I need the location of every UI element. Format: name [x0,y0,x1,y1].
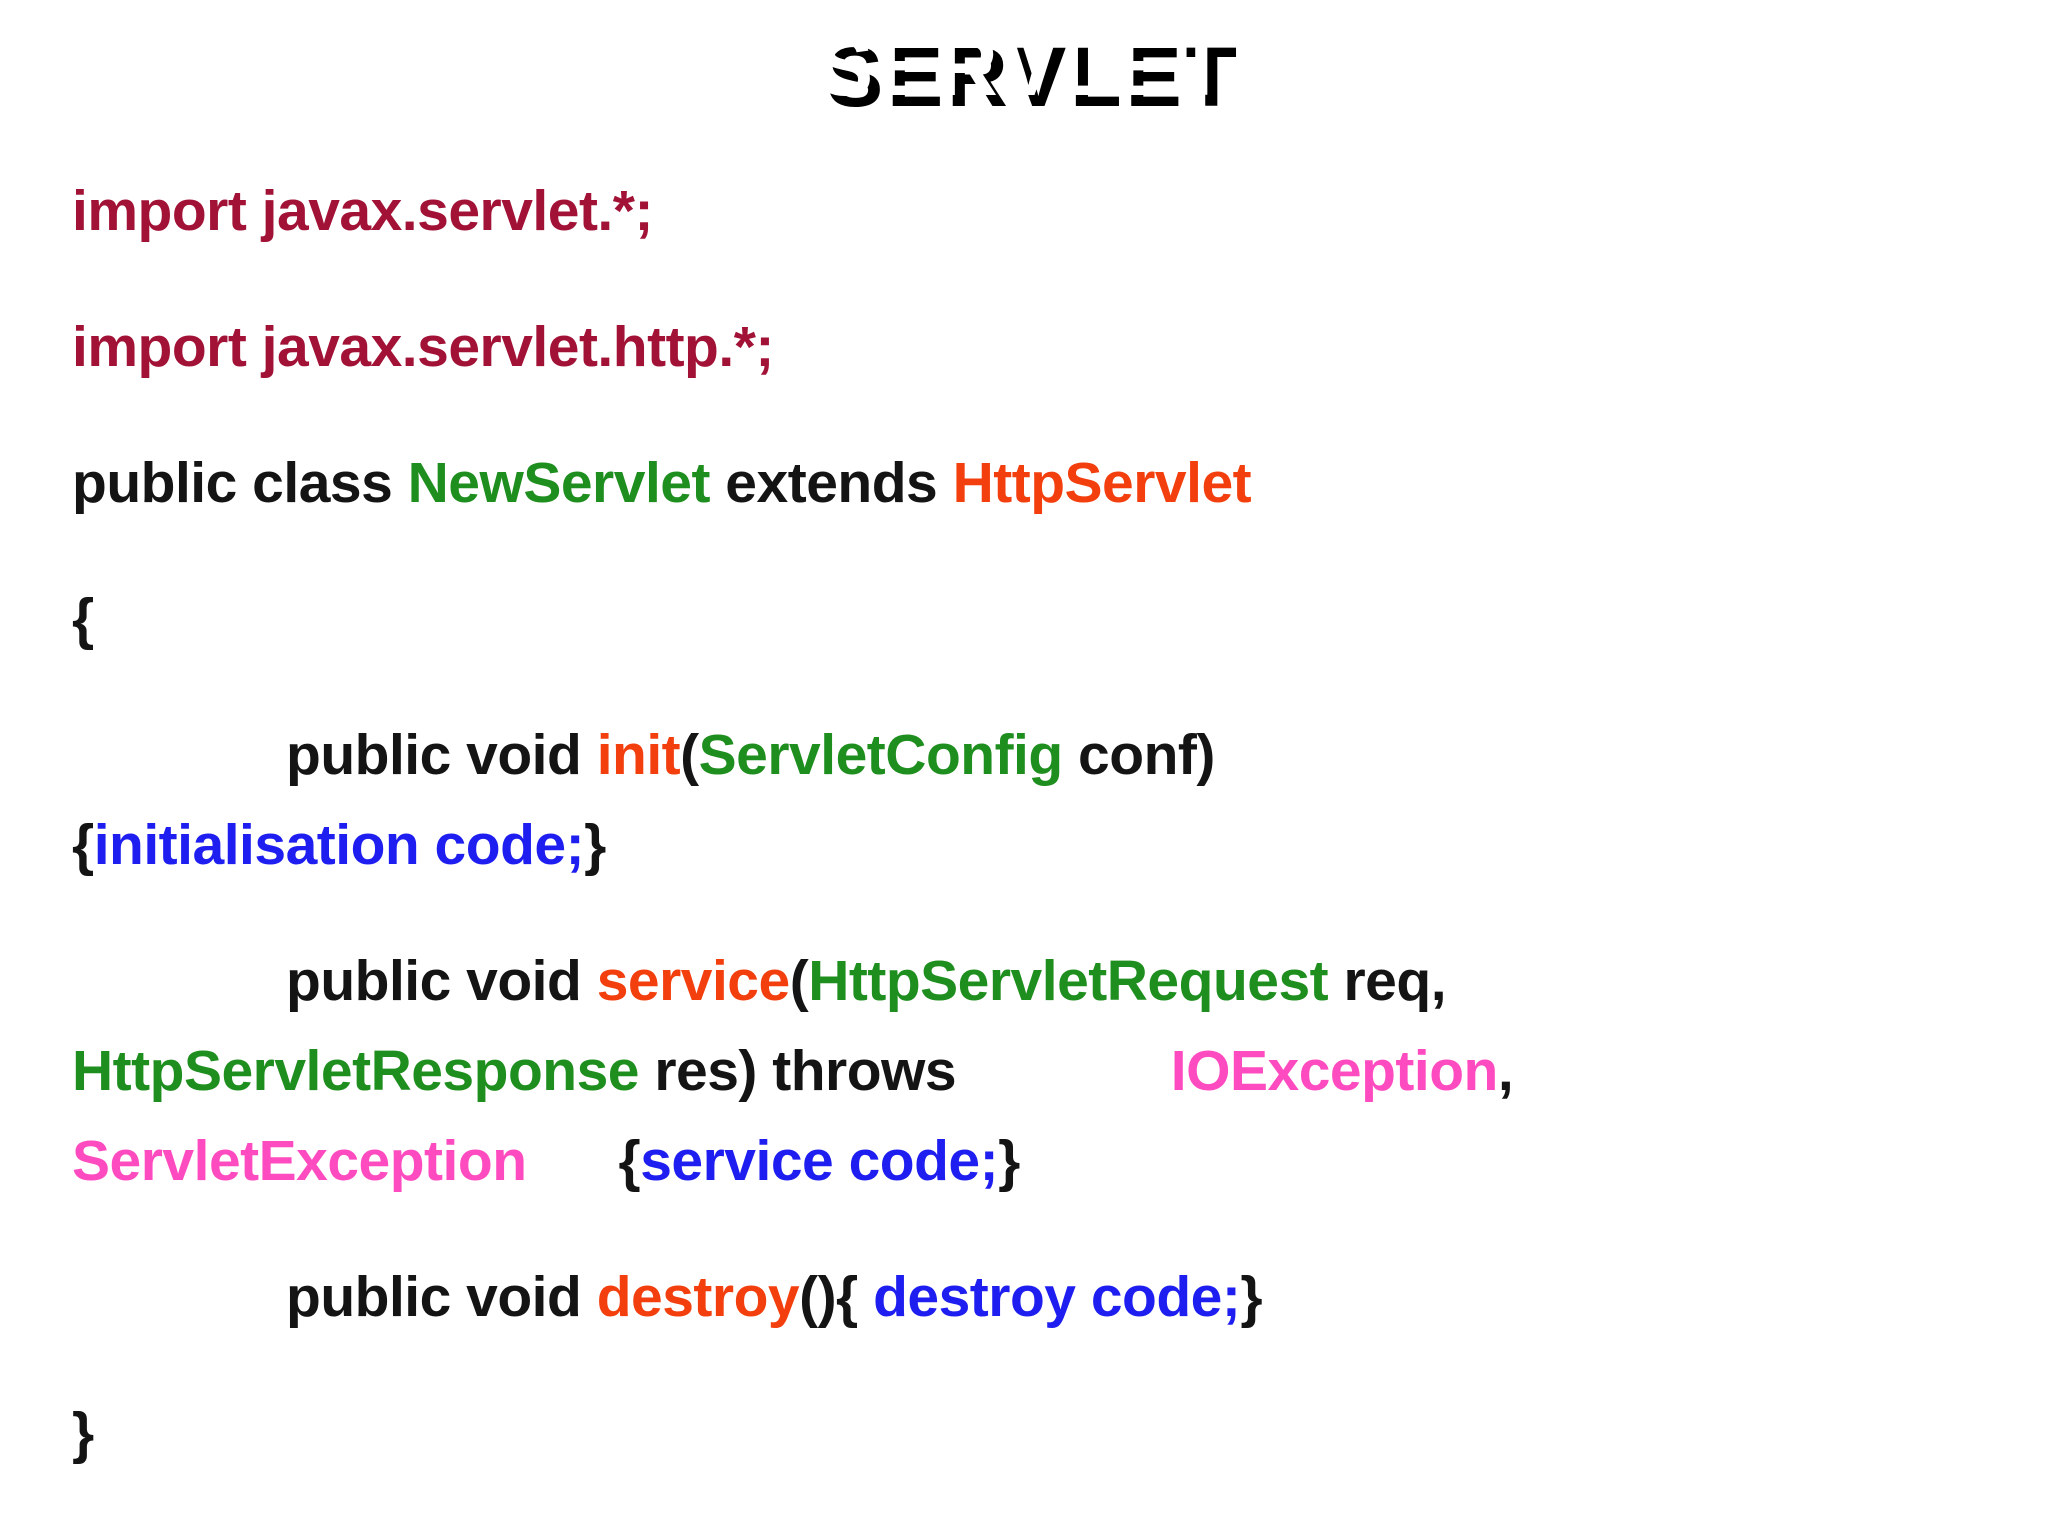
code-paragraph: } [72,1388,2008,1478]
code-segment: IOException [1170,1039,1499,1103]
code-segment: service code; [640,1129,999,1193]
code-line: public void service(HttpServletRequest r… [72,936,2008,1026]
code-segment: public void [286,1265,597,1329]
code-segment: init [596,723,681,787]
code-segment: conf) [1062,723,1215,787]
code-segment: res) throws [639,1039,1171,1103]
code-paragraph: public void destroy(){ destroy code;} [72,1252,2008,1342]
code-segment: public void [286,723,597,787]
code-segment: public void [286,949,597,1013]
code-paragraph: import javax.servlet.http.*; [72,302,2008,392]
code-segment: } [1240,1265,1263,1329]
code-segment: } [998,1129,1020,1193]
code-segment: ServletException [72,1129,527,1193]
code-segment: (){ [799,1265,874,1329]
code-paragraph: public void init(ServletConfig conf){ini… [72,710,2008,890]
code-line: } [72,1388,2008,1478]
code-segment: import javax.servlet.http.*; [72,315,774,379]
code-line: public class NewServlet extends HttpServ… [72,438,2008,528]
code-line: public void destroy(){ destroy code;} [72,1252,2008,1342]
code-segment: import javax.servlet.*; [72,179,653,243]
code-segment: NewServlet [407,451,711,515]
code-segment: HttpServletRequest [808,949,1329,1013]
code-block: import javax.servlet.*; import javax.serv… [0,166,2048,1478]
code-segment: initialisation code; [93,813,585,877]
code-line: { [72,574,2008,664]
code-paragraph: { [72,574,2008,664]
code-segment: destroy [596,1265,800,1329]
code-line: {initialisation code;} [72,800,2008,890]
code-line: HttpServletResponse res) throws IOExcept… [72,1026,2008,1116]
code-segment: service [596,949,791,1013]
code-segment: ( [680,723,699,787]
code-segment: { [526,1129,641,1193]
code-line: public void init(ServletConfig conf) [72,710,2008,800]
slide-title: SERVLET [817,19,1231,113]
code-line: import javax.servlet.http.*; [72,302,2008,392]
code-segment: } [584,813,606,877]
code-segment: { [72,813,94,877]
code-paragraph: import javax.servlet.*; [72,166,2008,256]
code-segment: destroy code; [873,1265,1241,1329]
code-line: import javax.servlet.*; [72,166,2008,256]
code-segment: public class [72,451,408,515]
code-line: ServletException {service code;} [72,1116,2008,1206]
code-segment: ServletConfig [698,723,1064,787]
code-segment: { [72,587,94,651]
code-paragraph: public void service(HttpServletRequest r… [72,936,2008,1206]
code-segment: , [1497,1039,1514,1103]
code-segment: HttpServletResponse [72,1039,640,1103]
code-segment: HttpServlet [952,451,1252,515]
code-segment: extends [709,451,953,515]
code-paragraph: public class NewServlet extends HttpServ… [72,438,2008,528]
code-segment: ( [789,949,809,1013]
code-segment: } [72,1401,94,1465]
code-segment: req, [1328,949,1447,1013]
